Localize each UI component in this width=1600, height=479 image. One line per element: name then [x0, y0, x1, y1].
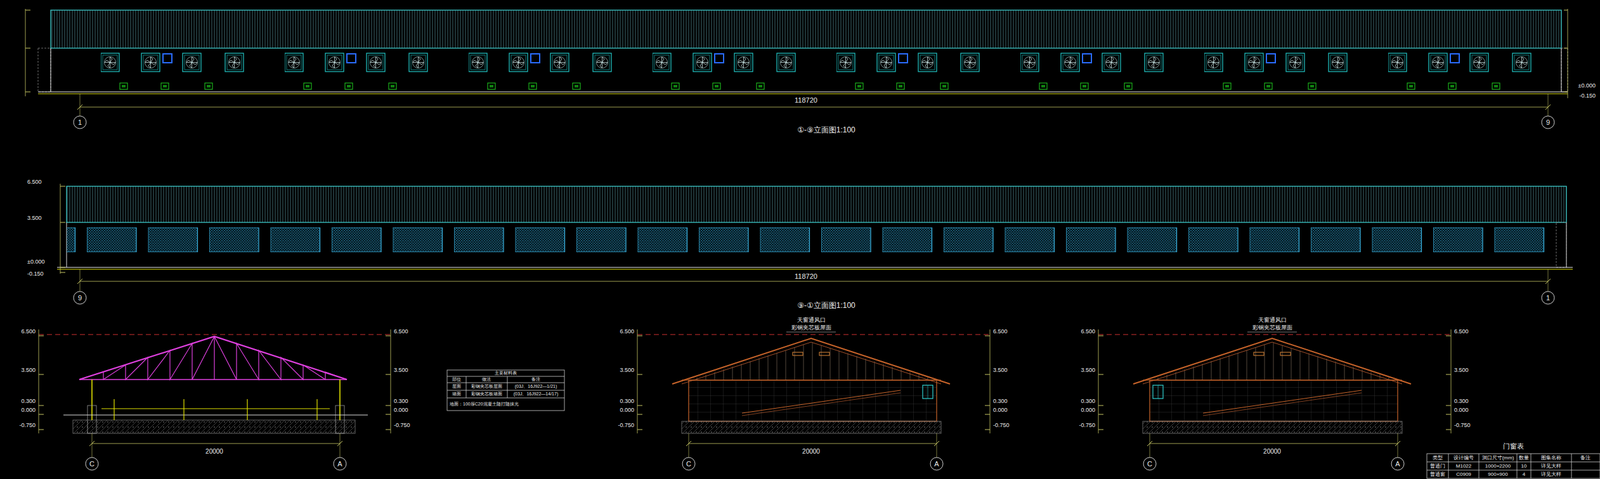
elevation-mark: 0.000 [393, 407, 410, 415]
dimension: 20000 [801, 448, 821, 456]
dimension: 118720 [793, 272, 819, 281]
axis-number: 9 [77, 294, 83, 302]
dimension: 20000 [204, 448, 224, 456]
axis-number: A [933, 460, 940, 469]
elevation-mark: 0.300 [1453, 398, 1470, 406]
elevation-mark: ±0.000 [26, 259, 46, 266]
front-elevation [25, 8, 1568, 129]
dimension: 20000 [1262, 448, 1282, 456]
elevation-mark: ±0.000 [1577, 83, 1597, 90]
elevation-mark: 3.500 [1079, 367, 1096, 375]
material-table [447, 370, 565, 411]
elevation-mark: 0.300 [20, 398, 37, 406]
annotation: 天窗通风口 [1257, 317, 1288, 325]
table-cell: (03J、16J922—14/17) [513, 391, 559, 397]
table-cell: 4 [1521, 471, 1526, 478]
table-cell: 类型 [1431, 455, 1444, 462]
table-title: 主要材料表 [494, 370, 518, 377]
elevation-mark: 6.500 [26, 179, 43, 186]
table-cell: 图集名称 [1540, 455, 1562, 462]
elevation-mark: 6.500 [618, 329, 635, 336]
elevation-mark: -0.750 [992, 422, 1011, 430]
table-cell: C0909 [1455, 471, 1472, 478]
door-window-table [1426, 454, 1600, 479]
table-cell: (03J、16J922—1/21) [514, 384, 559, 390]
elevation-mark: 3.500 [618, 367, 635, 375]
elevation-mark: 0.000 [1453, 407, 1470, 415]
elevation-mark: -0.750 [1078, 422, 1096, 430]
table-cell: 设计编号 [1452, 455, 1475, 462]
elevation-mark: 6.500 [1453, 329, 1470, 336]
truss-section [38, 329, 391, 471]
dimension: 118720 [793, 96, 819, 105]
table-cell: 10 [1520, 463, 1528, 470]
annotation: 天窗通风口 [796, 317, 827, 325]
elevation-mark: 6.500 [20, 329, 37, 336]
axis-number: C [1146, 460, 1153, 469]
axis-number: 1 [77, 118, 83, 127]
table-cell: 普通门 [1429, 463, 1446, 470]
axis-number: A [1394, 460, 1401, 469]
table-cell: 数量 [1518, 455, 1530, 462]
table-cell: 做法 [481, 377, 492, 383]
axis-number: 1 [1545, 294, 1551, 302]
annotation: 彩钢夹芯板屋面 [1251, 325, 1294, 332]
axis-number: C [685, 460, 692, 469]
elevation-mark: 3.500 [393, 367, 410, 375]
elevation-mark: 3.500 [992, 367, 1009, 375]
elevation-mark: 6.500 [1079, 329, 1096, 336]
elevation-mark: 0.300 [1079, 398, 1096, 406]
elevation-mark: 3.500 [26, 215, 43, 222]
elevation-mark: 0.300 [618, 398, 635, 406]
table-cell: 普通窗 [1429, 471, 1446, 478]
table-cell: M1022 [1455, 463, 1472, 470]
table-cell: 部位 [451, 377, 462, 383]
elevation-mark: 0.300 [992, 398, 1009, 406]
table-cell: 洞口尺寸(mm) [1481, 455, 1516, 462]
elevation-mark: 0.000 [618, 407, 635, 415]
table-cell: 900×900 [1487, 471, 1509, 478]
elevation-mark: 0.000 [1079, 407, 1096, 415]
elevation-mark: 0.300 [393, 398, 410, 406]
table-cell: 屋面 [451, 384, 462, 390]
elevation-mark: 3.500 [20, 367, 37, 375]
axis-number: 9 [1545, 118, 1551, 127]
elevation-mark: 6.500 [393, 329, 410, 336]
end-section [637, 329, 990, 471]
table-cell: 1000×2200 [1484, 463, 1512, 470]
table-cell: 详见大样 [1540, 463, 1562, 470]
elevation-mark: 3.500 [1453, 367, 1470, 375]
elevation-mark: 0.000 [992, 407, 1009, 415]
table-cell: 备注 [1579, 455, 1592, 462]
elevation-mark: -0.750 [617, 422, 635, 430]
table-note: 地面：100厚C20混凝土随打随抹光 [448, 402, 520, 408]
elevation-mark: -0.750 [393, 422, 411, 430]
table-cell: 彩钢夹芯板屋面 [470, 384, 503, 390]
axis-number: A [336, 460, 343, 469]
table-title: 门窗表 [1502, 442, 1525, 451]
elevation-mark: 0.000 [20, 407, 37, 415]
axis-number: C [88, 460, 96, 469]
table-cell: 彩钢夹芯板墙面 [470, 391, 503, 397]
view-title: ①-⑨立面图1:100 [796, 126, 857, 135]
view-title: ⑨-①立面图1:100 [796, 301, 857, 311]
table-cell: 墙面 [451, 391, 462, 397]
elevation-mark: -0.750 [18, 422, 37, 430]
elevation-mark: -0.150 [26, 271, 45, 278]
elevation-mark: -0.750 [1453, 422, 1472, 430]
table-cell: 详见大样 [1540, 471, 1562, 478]
rear-elevation [57, 183, 1573, 305]
elevation-mark: -0.150 [1578, 93, 1597, 100]
elevation-mark: 6.500 [992, 329, 1009, 336]
annotation: 彩钢夹芯板屋面 [790, 325, 833, 332]
table-cell: 备注 [530, 377, 541, 383]
end-section [1098, 329, 1451, 471]
